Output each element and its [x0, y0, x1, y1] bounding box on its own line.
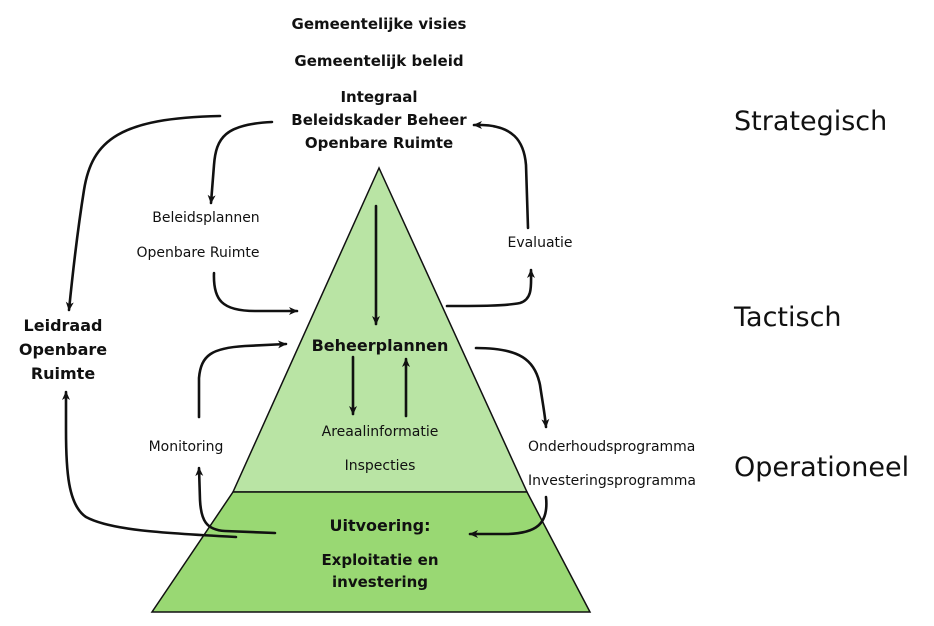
- label-municipal-policy: Gemeentelijk beleid: [294, 52, 464, 70]
- arrow-evaluation-to-framework: [472, 121, 530, 230]
- label-area-info: Areaalinformatie: [321, 424, 439, 440]
- label-guideline-line1: Leidraad: [23, 316, 103, 335]
- label-investment-program: Investeringsprogramma: [528, 473, 696, 489]
- arrow-pyramid-to-evaluation: [445, 268, 536, 308]
- label-policy-plans-line1: Beleidsplannen: [152, 210, 260, 226]
- level-operational: Operationeel: [734, 452, 910, 483]
- label-execution-sub-line1: Exploitatie en: [321, 551, 439, 569]
- label-monitoring: Monitoring: [148, 439, 224, 455]
- arrow-policy-plans-to-pyramid: [212, 271, 299, 315]
- label-maintenance-program: Onderhoudsprogramma: [528, 439, 696, 455]
- label-guideline-line2: Openbare: [18, 340, 108, 359]
- arrow-monitoring-to-management-plans: [197, 340, 288, 419]
- label-framework-line3: Openbare Ruimte: [304, 134, 454, 152]
- label-inspections: Inspecties: [344, 458, 416, 474]
- level-tactical: Tactisch: [734, 302, 842, 333]
- arrow-execution-to-monitoring: [195, 466, 277, 535]
- label-framework-line2: Beleidskader Beheer: [291, 111, 467, 129]
- arrow-management-plans-to-maintenance: [474, 346, 550, 429]
- arrow-framework-to-policy-plans: [207, 120, 274, 205]
- level-strategic: Strategisch: [734, 106, 888, 137]
- pyramid-lower-section: [150, 491, 592, 613]
- label-execution-sub-line2: investering: [332, 573, 428, 591]
- arrow-investment-to-execution: [468, 495, 548, 538]
- label-evaluation: Evaluatie: [507, 235, 573, 251]
- label-management-plans: Beheerplannen: [311, 336, 449, 355]
- arrow-execution-to-guideline: [62, 390, 238, 539]
- label-execution: Uitvoering:: [329, 516, 431, 535]
- arrow-framework-to-guideline: [65, 114, 222, 312]
- label-guideline-line3: Ruimte: [30, 364, 96, 383]
- label-framework-line1: Integraal: [340, 88, 418, 106]
- label-policy-plans-line2: Openbare Ruimte: [136, 245, 260, 261]
- label-municipal-visions: Gemeentelijke visies: [291, 15, 467, 33]
